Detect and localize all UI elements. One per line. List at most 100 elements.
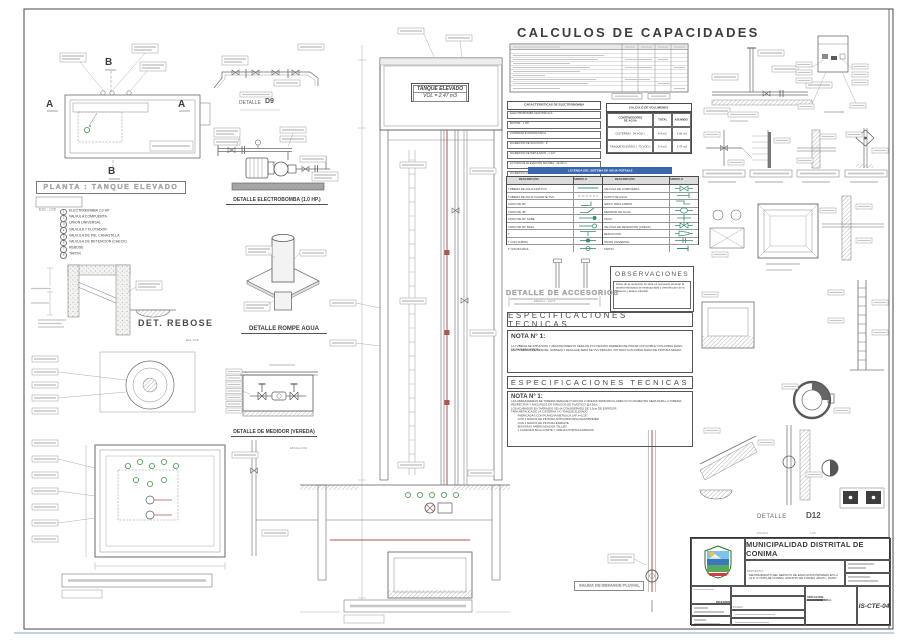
espec2-subitem: 1 CANDADO 60mm FORTE Y OREJAS PORTACANDA… — [517, 429, 594, 433]
elbow-up-symbol — [579, 216, 597, 221]
table-row: DIAMETRO DE IMPULSION : 1 1/2" — [507, 151, 601, 160]
firma-cell-2 — [731, 618, 805, 626]
observaciones-title: OBSERVACIONES — [615, 270, 689, 278]
provincia-value: MOHO — [818, 599, 827, 602]
rebose-scale: Esc. 1/10 — [186, 339, 199, 342]
table-cell: 5.00 m3 — [672, 127, 691, 140]
garden-faucet-symbol — [676, 200, 691, 205]
espec1-title: ESPECIFICACIONES TECNICAS — [508, 310, 628, 329]
firma-cell-1 — [731, 610, 805, 618]
table-row: DIAMETRO DE SUCCION : 2" — [507, 141, 601, 150]
medidor-scale: ESCALA 1/10 — [290, 447, 308, 450]
table-cell: 2.4 m3 — [653, 140, 672, 153]
accesorios-scale: ESCALA : 1/12.5 — [534, 300, 556, 303]
legend-row: GRIFO PARA JARDIN — [603, 200, 698, 208]
tee-down-symbol — [580, 245, 597, 251]
table-cell: 2.47 m3 — [672, 140, 691, 153]
section-marker-b-bottom: B — [108, 166, 116, 177]
municipality-crest-logo — [704, 545, 732, 579]
medidor-linework — [225, 363, 318, 417]
tanque-label-line2: VOL = 2.47 m3 — [423, 93, 457, 99]
lamina-cell: IS-CTE-04 — [857, 586, 891, 626]
espec2-bullet: LOS ACABADOS EN TARRAJEO SE HA CONSIDERA… — [511, 407, 618, 411]
espec2-body: NOTA N° 1: LAS ABRAZADERAS DE TUBERIA SE… — [507, 391, 693, 447]
espec2-bullet: LAS ABRAZADERAS DE TUBERIA SERA DE F°GDO… — [511, 400, 682, 407]
detail-d12-label: DETALLE — [757, 514, 787, 520]
plan-caption-bar: PLANTA : TANQUE ELEVADO — [36, 181, 186, 194]
plan-tanque-linework — [35, 43, 211, 208]
legend-row: T CON SUBIDA — [507, 237, 602, 245]
elbow-45-symbol — [580, 207, 595, 214]
tee-symbol — [580, 230, 597, 236]
elbow-90-symbol — [581, 201, 592, 206]
water-meter-symbol — [675, 207, 694, 214]
caracteristicas-title: CARACTERISTICAS DE ELECTROBOMBA — [507, 101, 601, 110]
bomba-title: DETALLE ELECTROBOMBA (1.0 HP.) — [226, 197, 328, 205]
region-label: REGION — [806, 599, 819, 602]
legend-row: MEDIDOR DE AGUA — [603, 207, 698, 215]
accessory-sketch-linework — [508, 258, 601, 307]
detail-d12-scale-label: ESCALA — [757, 532, 769, 535]
espec2-subitem: CON 2 MANOS DE PINTURA ANTICORROSIVA WAS… — [517, 418, 599, 422]
pluvial-caption-bar: SALIDA DE DESAGUE PLUVIAL — [574, 581, 644, 591]
cap-symbol — [677, 245, 689, 251]
table-cell: 4.9 m3 — [653, 127, 672, 140]
legend-row: CODO DE 90° SUBE — [507, 215, 602, 223]
distrito-label: DISTRITO — [806, 599, 821, 602]
legend-row: REDUCCION — [603, 230, 698, 238]
plano-label: PLANO: — [732, 606, 744, 609]
legend-row: TUBERIA DE AGUA CALIENTE PVC — [507, 192, 602, 200]
col-header: TOTAL — [653, 113, 672, 127]
espec1-bullet: LAS TUBERIAS DE REBOSE, LIMPIEZA Y DESAG… — [511, 349, 682, 352]
proyectista-cell — [691, 604, 731, 616]
legend-row: TUBERIA DE AGUA FRIA PVC — [507, 185, 602, 193]
legend-row: TAPON — [603, 245, 698, 252]
legend-title-bar: LEYENDA DEL SISTEMA DE AGUA POTABLE — [528, 167, 672, 174]
gate-valve-symbol — [675, 185, 694, 192]
legend-row: VALVULA DE RETENCION (CHECK) — [603, 222, 698, 230]
espec2-subitem: CON 2 MANOS DE PINTURA ESMALTE — [517, 421, 569, 425]
section-marker-a-right: A — [178, 99, 186, 110]
col-header: ASUMIDO — [672, 113, 691, 127]
lamina-code: IS-CTE-04 — [858, 602, 890, 610]
espec2-subitem: FABRICADAS CON PLANCHA METALICA LAF e=1/… — [517, 414, 588, 418]
detail-d12-scale: 1/25 — [810, 532, 816, 535]
section-marker-b-top: B — [105, 57, 113, 68]
espec1-nota: NOTA N° 1: — [511, 333, 546, 340]
legend-row: CODO DE 90° — [507, 200, 602, 208]
section-marker-a-left: A — [46, 99, 54, 110]
observaciones-text: Antes de la recepcion de obra es necesar… — [615, 282, 685, 293]
meta-cell-1 — [845, 560, 891, 573]
project-name: "MEJORAMIENTO DEL SERVICIO DE EDUCACION … — [748, 573, 838, 581]
espec2-nota: NOTA N° 1: — [511, 394, 543, 400]
region-value: PUNO — [805, 599, 812, 602]
detail-d12-code: D12 — [806, 511, 821, 520]
rompe-agua-linework — [243, 233, 327, 312]
legend-row: CRUZ — [603, 214, 698, 223]
elbow-down-symbol — [579, 223, 598, 229]
tanque-label-box: TANQUE ELEVADO VOL = 2.47 m3 — [411, 83, 469, 102]
meta-cell-2 — [845, 573, 891, 586]
localidad-value: CONIMA — [820, 599, 832, 602]
especialidad-value: INGENIERIA SANITARIA — [715, 600, 731, 604]
legend-row: T — [507, 230, 602, 238]
check-valve-symbol — [675, 222, 694, 229]
legend-row: PUNTO DE AGUA — [603, 192, 698, 200]
observaciones-box: OBSERVACIONES Antes de la recepcion de o… — [610, 266, 694, 312]
sheet-frame — [14, 8, 894, 634]
table-row: CORRIENTE MONOFASICA — [507, 131, 601, 140]
table-row: ELECTROBOMBA CENTRIFUGA — [507, 111, 601, 120]
rebose-title: DET. REBOSE — [138, 318, 214, 328]
plan-scale: ESC : 1/25 — [39, 208, 56, 212]
espec1-title-box: ESPECIFICACIONES TECNICAS — [507, 310, 693, 329]
volumenes-title: CALCULO DE VOLUMENES — [606, 103, 692, 112]
medidor-title: DETALLE DE MEDIDOR (VEREDA) — [231, 429, 317, 437]
